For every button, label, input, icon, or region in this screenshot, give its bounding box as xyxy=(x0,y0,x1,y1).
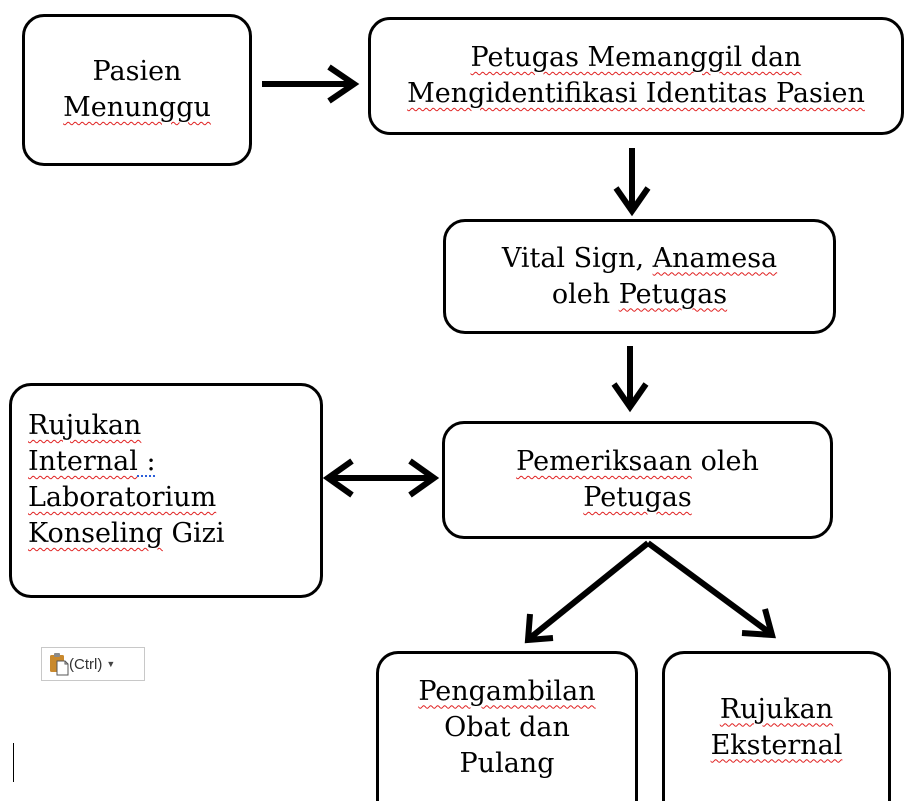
arrow-pemeriksaan-to-eksternal xyxy=(646,540,776,639)
box-rujukan-internal: Rujukan Internal : Laboratorium Konselin… xyxy=(9,383,323,598)
rujint-line4-b: Gizi xyxy=(162,518,225,549)
box-rujukan-eksternal: Rujukan Eksternal xyxy=(662,651,891,801)
clipboard-paste-icon xyxy=(49,652,69,676)
petugas-line2: Mengidentifikasi Identitas Pasien xyxy=(407,78,865,109)
vital-line1-b: Anamesa xyxy=(652,242,778,274)
rujint-line4-a: Konseling xyxy=(28,518,163,549)
box-pengambilan-obat: Pengambilan Obat dan Pulang xyxy=(376,651,638,801)
arrow-petugas-to-vital xyxy=(613,148,651,217)
box-petugas-memanggil: Petugas Memanggil dan Mengidentifikasi I… xyxy=(368,17,904,135)
arrow-pemeriksaan-to-obat xyxy=(524,540,650,644)
obat-line3: Pulang xyxy=(459,747,555,779)
obat-line2: Obat dan xyxy=(444,711,570,743)
chevron-down-icon: ▼ xyxy=(106,659,116,669)
rujint-colon: : xyxy=(137,446,156,477)
rujint-line1: Rujukan xyxy=(28,410,142,441)
box-pemeriksaan: Pemeriksaan oleh Petugas xyxy=(442,421,833,539)
vital-line1-a: Vital Sign, xyxy=(501,242,653,274)
arrow-pasien-to-petugas xyxy=(262,64,360,104)
rujeks-line1: Rujukan xyxy=(719,693,834,725)
box-pasien-menunggu: Pasien Menunggu xyxy=(22,14,252,166)
arrow-bidirectional-internal xyxy=(322,458,440,498)
box-vital-sign: Vital Sign, Anamesa oleh Petugas xyxy=(443,219,836,334)
rujeks-line2: Eksternal xyxy=(710,729,843,761)
pasien-label: Pasien xyxy=(92,56,182,87)
text-cursor xyxy=(13,743,14,782)
vital-line2-b: Petugas xyxy=(618,278,728,310)
periksa-line2: Petugas xyxy=(583,482,692,513)
paste-options-label: (Ctrl) xyxy=(69,655,103,673)
petugas-line1: Petugas Memanggil dan xyxy=(470,42,802,73)
rujint-line2: Internal xyxy=(28,446,138,477)
rujint-line3: Laboratorium xyxy=(28,482,217,513)
menunggu-label: Menunggu xyxy=(63,92,211,123)
paste-options-button[interactable]: (Ctrl) ▼ xyxy=(41,647,145,681)
periksa-line1-b: oleh xyxy=(692,446,759,477)
periksa-line1-a: Pemeriksaan xyxy=(516,446,692,477)
vital-line2-a: oleh xyxy=(551,278,619,310)
arrow-vital-to-pemeriksaan xyxy=(611,346,649,413)
obat-line1: Pengambilan xyxy=(418,675,596,707)
